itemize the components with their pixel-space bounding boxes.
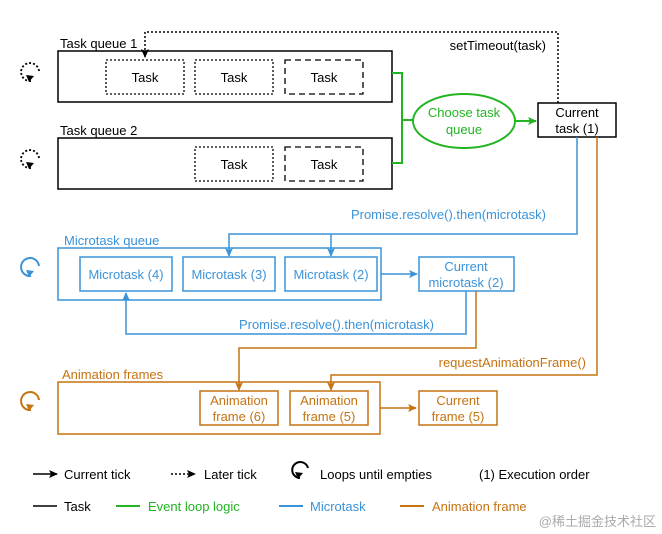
queue-1-to-choose-connector — [392, 72, 413, 121]
current-frame-node — [418, 390, 498, 426]
legend-microtask-label: Microtask — [310, 499, 366, 514]
promise-bottom-label: Promise.resolve().then(microtask) — [239, 317, 434, 332]
legend-animation-frame-label: Animation frame — [432, 499, 527, 514]
microtask-3-label: Microtask (3) — [191, 267, 266, 282]
microtask-queue-title: Microtask queue — [64, 233, 159, 248]
watermark: @稀土掘金技术社区 — [539, 514, 656, 529]
legend-loop-icon — [291, 461, 309, 479]
legend-current-tick-label: Current tick — [64, 467, 131, 482]
current-task-line-1: Current — [555, 105, 599, 120]
loop-microtask-icon — [20, 257, 40, 278]
microtask-3 — [182, 256, 276, 292]
choose-task-queue-line-1: Choose task — [428, 105, 501, 120]
current-task-line-2: task (1) — [555, 121, 598, 136]
animation-frame-6-line-2: frame (6) — [213, 409, 266, 424]
microtask-2 — [284, 256, 378, 292]
loop-animation-icon — [20, 391, 40, 412]
current-microtask-line-1: Current — [444, 259, 488, 274]
loop-later-icon — [20, 149, 40, 169]
task-queue-1-task-3 — [284, 59, 364, 95]
current-microtask-node — [418, 256, 515, 292]
animation-frame-6 — [199, 390, 279, 426]
legend-loops-label: Loops until empties — [320, 467, 433, 482]
queue-2-to-choose-connector — [392, 120, 403, 164]
promise-bottom-arrow — [122, 291, 467, 335]
microtask-2-label: Microtask (2) — [293, 267, 368, 282]
microtask-4 — [79, 256, 173, 292]
choose-task-queue-line-2: queue — [446, 122, 482, 137]
task-queue-1-task-3-label: Task — [311, 70, 338, 85]
raf-label: requestAnimationFrame() — [439, 355, 586, 370]
loop-later-icon — [20, 62, 40, 82]
promise-top-label: Promise.resolve().then(microtask) — [351, 207, 546, 222]
legend-later-tick-label: Later tick — [204, 467, 257, 482]
current-frame-line-2: frame (5) — [432, 409, 485, 424]
promise-top-arrow — [225, 137, 578, 257]
animation-frame-5 — [289, 390, 369, 426]
task-queue-2-task-1-label: Task — [221, 157, 248, 172]
choose-task-queue-node — [412, 93, 516, 149]
legend-task-label: Task — [64, 499, 91, 514]
task-queue-2-task-2 — [284, 146, 364, 182]
animation-frame-6-line-1: Animation — [210, 393, 268, 408]
set-timeout-label: setTimeout(task) — [450, 38, 546, 53]
animation-frame-5-line-2: frame (5) — [303, 409, 356, 424]
current-task-node — [537, 102, 617, 138]
task-queue-1-title: Task queue 1 — [60, 36, 137, 51]
task-queue-1 — [57, 50, 393, 103]
microtask-to-frames-arrow — [235, 291, 477, 391]
current-microtask-line-2: microtask (2) — [428, 275, 503, 290]
current-frame-line-1: Current — [436, 393, 480, 408]
task-queue-2-task-2-label: Task — [311, 157, 338, 172]
task-queue-1-task-2-label: Task — [221, 70, 248, 85]
legend-order-label: (1) Execution order — [479, 467, 590, 482]
set-timeout-arrow — [141, 31, 559, 103]
task-queue-1-task-1-label: Task — [132, 70, 159, 85]
animation-frame-5-line-1: Animation — [300, 393, 358, 408]
microtask-4-label: Microtask (4) — [88, 267, 163, 282]
animation-frames-title: Animation frames — [62, 367, 164, 382]
task-queue-2-title: Task queue 2 — [60, 123, 137, 138]
legend-event-loop-label: Event loop logic — [148, 499, 240, 514]
